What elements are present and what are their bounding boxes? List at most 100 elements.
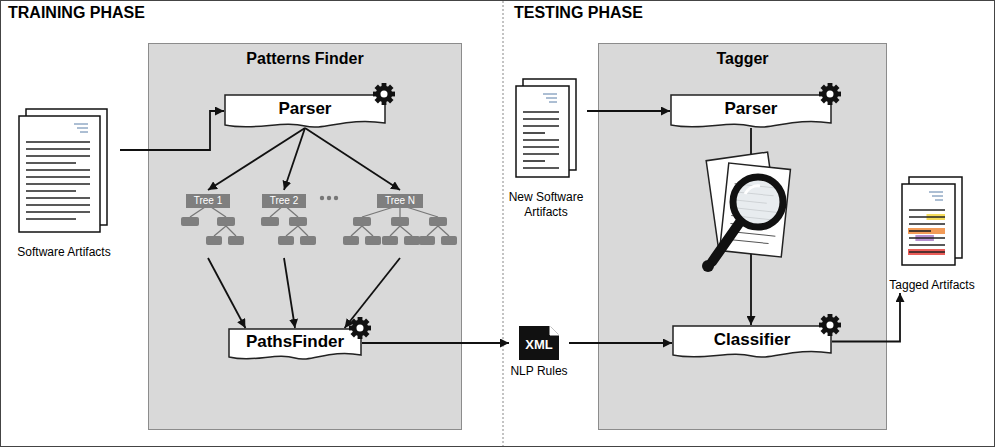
- text-line: [26, 197, 90, 199]
- tree-branch: [362, 226, 373, 236]
- page-front: [19, 116, 100, 232]
- process-box: PathsFinder: [228, 328, 362, 360]
- parse-tree: Tree 2: [256, 190, 312, 256]
- parse-tree: Tree 1: [166, 190, 250, 256]
- text-line: [523, 132, 545, 134]
- flow-arrow: [569, 342, 672, 344]
- text-line: [909, 216, 945, 218]
- paper-line: [734, 192, 774, 196]
- text-line: [26, 204, 90, 206]
- box-label: Classifier: [714, 330, 791, 350]
- flow-arrow: [362, 342, 509, 344]
- header-line: [549, 102, 557, 103]
- phase-divider: [503, 1, 504, 446]
- document-label: Software Artifacts: [17, 245, 110, 260]
- paper-sheet: [706, 152, 780, 248]
- flow-arrow: [345, 258, 400, 328]
- tree-branch: [427, 226, 438, 236]
- tree-label: Tree 1: [186, 194, 231, 208]
- box-label: Parser: [725, 99, 778, 119]
- dot: [327, 196, 331, 200]
- flow-arrow: [284, 128, 305, 190]
- text-line: [26, 183, 90, 185]
- tree-branch: [400, 226, 412, 236]
- document-icon: [878, 176, 986, 272]
- text-line: [909, 230, 931, 232]
- document-icon: [505, 78, 587, 184]
- tree-leaf: [441, 236, 457, 245]
- document-node: Tagged Artifacts: [878, 176, 986, 293]
- paper-sheet: [720, 163, 791, 257]
- document-node: Software Artifacts: [8, 108, 120, 260]
- dot: [334, 196, 338, 200]
- page-front: [902, 184, 955, 265]
- dot: [320, 196, 324, 200]
- magnifier-illustration: [702, 152, 790, 272]
- gear-hole: [826, 321, 833, 328]
- header-line: [543, 94, 557, 95]
- box-outline: [671, 95, 831, 127]
- text-line: [523, 146, 559, 148]
- file-type: XML: [525, 337, 552, 352]
- tree-child: [353, 217, 371, 226]
- tree-branch: [351, 226, 362, 236]
- tree-branch: [226, 226, 236, 236]
- text-line: [26, 218, 76, 220]
- component-panel: TaggerParserClassifier: [598, 43, 887, 430]
- process-box: Parser: [670, 94, 832, 128]
- paper-line: [730, 231, 776, 236]
- header-line: [546, 98, 557, 99]
- gear-icon: [819, 83, 841, 105]
- document-label: Tagged Artifacts: [889, 278, 974, 293]
- tree-leaf: [365, 236, 381, 245]
- paper-line: [731, 216, 771, 220]
- box-outline: [673, 326, 831, 357]
- gear-icon: [819, 314, 841, 336]
- tree-child: [217, 217, 235, 226]
- header-line: [80, 132, 88, 133]
- tree-branch: [438, 226, 449, 236]
- tree-branch: [390, 226, 400, 236]
- tree-leaf: [278, 236, 294, 245]
- parse-tree: Tree N: [342, 190, 458, 256]
- text-line: [523, 125, 559, 127]
- highlight-bar: [908, 249, 945, 255]
- text-line: [909, 244, 945, 246]
- text-line: [523, 111, 559, 113]
- tree-leaf: [404, 236, 420, 245]
- text-line: [523, 167, 559, 169]
- gear-body: [822, 317, 839, 334]
- text-line: [909, 223, 945, 225]
- text-line: [26, 148, 90, 150]
- text-line: [523, 160, 545, 162]
- xml-file-node: XMLNLP Rules: [509, 326, 569, 378]
- gear-hole: [380, 90, 387, 97]
- tree-child: [261, 217, 279, 226]
- xml-file-icon: XML: [519, 326, 559, 360]
- flow-arrow: [832, 293, 900, 342]
- flow-arrow: [587, 110, 670, 112]
- paper-line: [733, 200, 767, 204]
- gear-hole: [826, 90, 833, 97]
- component-panel: Patterns FinderParserTree 1Tree 2Tree NP…: [148, 43, 462, 430]
- tree-leaf: [382, 236, 398, 245]
- tree-child: [181, 217, 199, 226]
- paper-lines: [729, 184, 781, 244]
- header-line: [932, 196, 943, 197]
- tree-leaf: [206, 236, 222, 245]
- header-line: [935, 200, 943, 201]
- text-line: [26, 155, 90, 157]
- phase-heading: TESTING PHASE: [514, 4, 643, 22]
- tree-leaf: [228, 236, 244, 245]
- text-line: [523, 139, 559, 141]
- tree-branch: [214, 226, 226, 236]
- paper-line: [729, 239, 769, 243]
- tree-leaf: [343, 236, 359, 245]
- tree-label: Tree 2: [262, 194, 307, 208]
- lens: [733, 177, 783, 227]
- flow-arrow: [120, 111, 224, 150]
- flow-arrow: [208, 258, 245, 328]
- file-body: [519, 326, 559, 360]
- text-line: [26, 190, 76, 192]
